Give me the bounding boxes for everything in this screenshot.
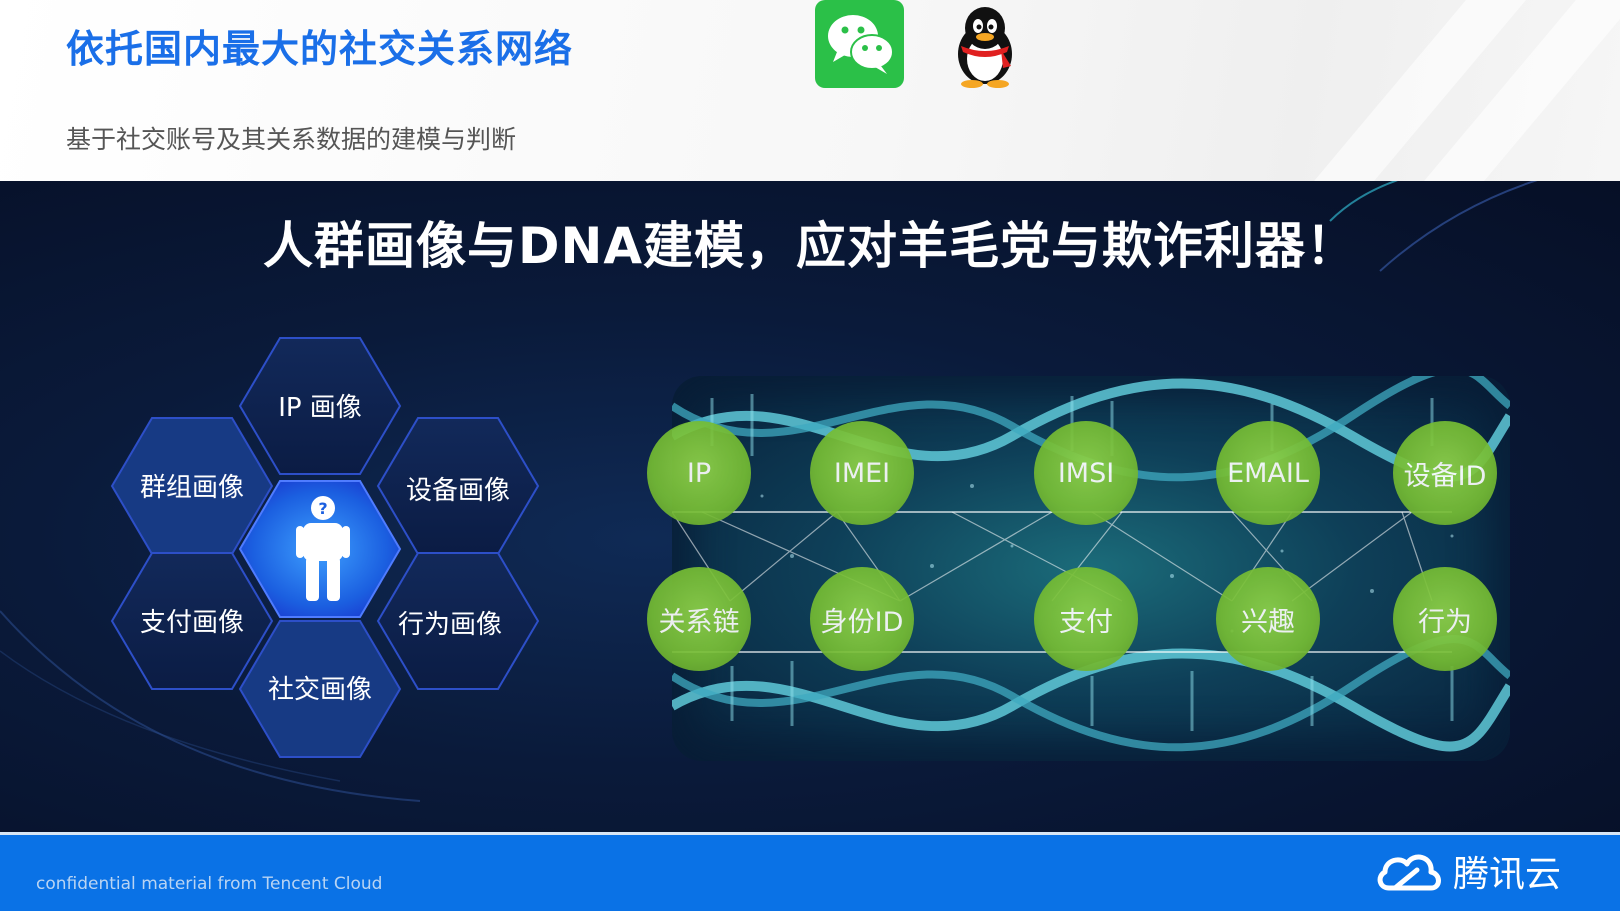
person-question-icon: ? (296, 496, 350, 601)
wechat-icon (815, 0, 904, 88)
page-subtitle: 基于社交账号及其关系数据的建模与判断 (66, 125, 517, 154)
dna-node-payment: 支付 (1034, 567, 1138, 671)
dna-node-relation-chain: 关系链 (647, 567, 751, 671)
dna-node-label: 设备ID (1403, 460, 1487, 492)
footer-divider (0, 832, 1620, 835)
dna-node-label: 关系链 (658, 606, 740, 638)
tencent-cloud-logo-icon (1377, 854, 1441, 891)
hexagon-ip (238, 337, 402, 475)
dna-node-imsi: IMSI (1034, 421, 1138, 525)
hexagon-label-social: 社交画像 (268, 675, 372, 705)
confidential-notice: confidential material from Tencent Cloud (36, 874, 383, 894)
hexagon-behavior (376, 552, 540, 690)
page-title: 依托国内最大的社交关系网络 (66, 27, 574, 71)
svg-text:?: ? (318, 499, 327, 518)
dna-node-label: EMAIL (1227, 457, 1309, 489)
hexagon-label-device: 设备画像 (406, 476, 510, 506)
dna-node-behavior: 行为 (1393, 567, 1497, 671)
dna-node-label: IP (686, 457, 712, 489)
hexagon-social (238, 620, 402, 758)
brand-name: 腾讯云 (1453, 854, 1562, 895)
dna-node-imei: IMEI (810, 421, 914, 525)
slide-header: 依托国内最大的社交关系网络 基于社交账号及其关系数据的建模与判断 (0, 0, 1620, 181)
dna-node-label: IMSI (1057, 457, 1115, 489)
dna-node-label: IMEI (833, 457, 891, 489)
dna-node-label: 支付 (1059, 606, 1113, 638)
slide-headline: 人群画像与DNA建模，应对羊毛党与欺诈利器！ (262, 217, 1358, 275)
hexagon-center: ? (238, 480, 402, 618)
dna-node-label: 兴趣 (1241, 606, 1295, 638)
hexagon-payment (110, 552, 274, 690)
dna-node-interest: 兴趣 (1216, 567, 1320, 671)
background-arcs (0, 181, 1538, 802)
dna-node-label: 身份ID (820, 606, 904, 638)
dna-node-ip: IP (647, 421, 751, 525)
hexagon-label-behavior: 行为画像 (398, 610, 502, 640)
portrait-hexagon-cluster: ? IP 画像 群组画像 设备画像 支付画像 行为画像 社交画像 (110, 337, 540, 758)
slide-footer: confidential material from Tencent Cloud… (0, 832, 1620, 911)
tencent-cloud-brand: 腾讯云 (1375, 846, 1561, 896)
hexagon-label-payment: 支付画像 (140, 608, 244, 638)
dna-node-email: EMAIL (1216, 421, 1320, 525)
qq-penguin-icon (945, 4, 1025, 88)
dna-node-label: 行为 (1418, 606, 1472, 638)
main-slide-panel: 人群画像与DNA建模，应对羊毛党与欺诈利器！ (0, 181, 1620, 832)
dna-node-device-id: 设备ID (1393, 421, 1497, 525)
hexagon-label-ip: IP 画像 (278, 393, 362, 423)
hexagon-label-group: 群组画像 (140, 473, 244, 503)
dna-node-identity-id: 身份ID (810, 567, 914, 671)
